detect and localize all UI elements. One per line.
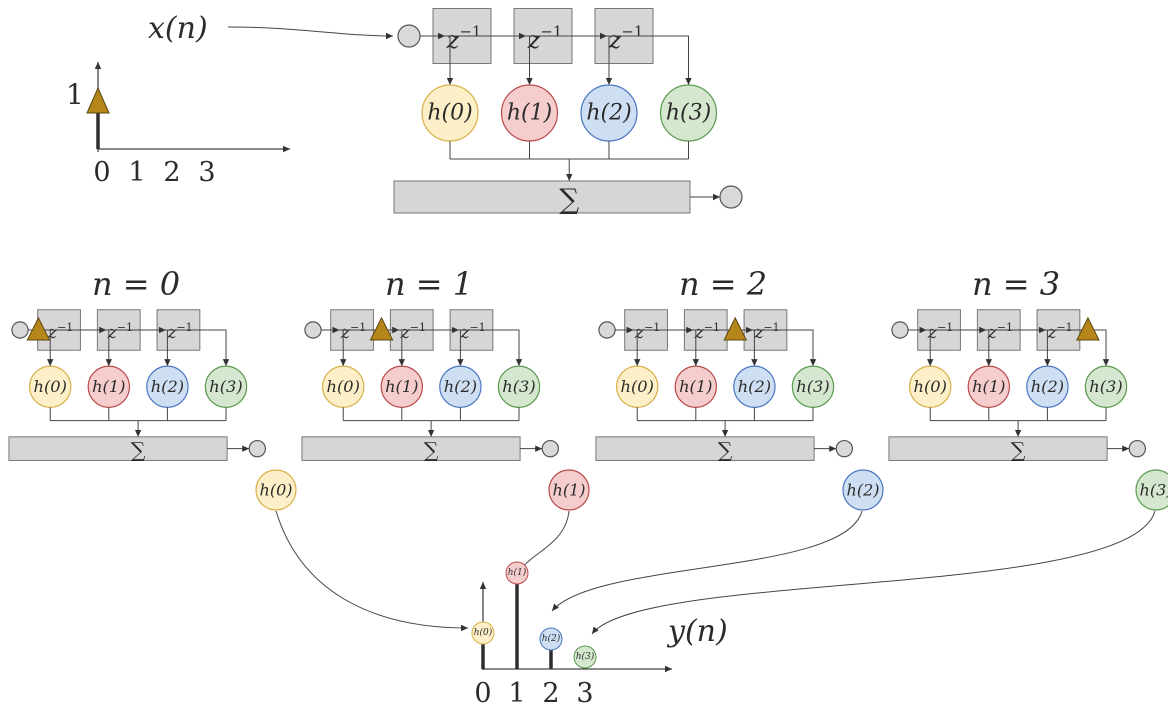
impulse-tick-1: 1 bbox=[128, 157, 145, 188]
stage-3-impulse-marker-icon bbox=[1076, 316, 1100, 341]
stage-3-sum-symbol: ∑ bbox=[1011, 438, 1026, 462]
main-input-node bbox=[397, 24, 421, 48]
stage-1-coefficient-label-0: h(0) bbox=[327, 377, 360, 396]
stage-0-tap-wire-3 bbox=[207, 329, 230, 367]
stage-1-coefficient-label-1: h(1) bbox=[385, 377, 418, 396]
output-sample-bubble-2 bbox=[539, 627, 563, 651]
stage-0-coefficient-label-1: h(1) bbox=[92, 377, 125, 396]
stage-3: z−1z−1z−1h(0)h(1)h(2)h(3)∑n = 3h(3) bbox=[888, 265, 1168, 511]
output-sample-bubble-1 bbox=[505, 561, 529, 585]
stage-1-sum-symbol: ∑ bbox=[424, 438, 439, 462]
output-signal-label: y(n) bbox=[666, 614, 728, 649]
main-coefficient-label-1: h(1) bbox=[507, 101, 552, 126]
stage-2-summation-block bbox=[595, 436, 815, 461]
stage-1-coefficient-label-2: h(2) bbox=[444, 377, 477, 396]
stage-2-output-node bbox=[835, 439, 854, 458]
stage-0-output-node bbox=[248, 439, 267, 458]
impulse-tick-3: 3 bbox=[198, 157, 215, 188]
stage-3-coefficient-label-3: h(3) bbox=[1089, 377, 1122, 396]
main-tap-wire-3 bbox=[663, 35, 692, 85]
output-sample-label-1: h(1) bbox=[508, 567, 527, 578]
stage-3-output-node bbox=[1128, 439, 1147, 458]
response-arrow-2 bbox=[551, 510, 863, 612]
stage-3-coefficient-label-0: h(0) bbox=[914, 377, 947, 396]
stage-1-summation-block bbox=[301, 436, 521, 461]
stage-2-tap-wire-3 bbox=[794, 329, 817, 367]
input-signal-label: x(n) bbox=[148, 11, 208, 46]
stage-0-coefficient-label-0: h(0) bbox=[34, 377, 67, 396]
stage-0-output-bubble bbox=[255, 469, 297, 511]
stage-1-output-bubble bbox=[548, 469, 590, 511]
stage-2-coefficient-label-1: h(1) bbox=[679, 377, 712, 396]
stage-1-title: n = 1 bbox=[385, 265, 473, 303]
output-tick-3: 3 bbox=[576, 678, 593, 709]
stage-2-coefficient-label-0: h(0) bbox=[621, 377, 654, 396]
stage-2-input-node bbox=[598, 321, 616, 339]
stage-3-output-bubble bbox=[1135, 469, 1168, 511]
stage-2-coefficient-label-2: h(2) bbox=[738, 377, 771, 396]
impulse-amplitude-label: 1 bbox=[66, 78, 84, 111]
main-coefficient-label-3: h(3) bbox=[666, 101, 711, 126]
output-sample-label-2: h(2) bbox=[542, 633, 561, 644]
stage-3-input-node bbox=[891, 321, 909, 339]
stage-3-summation-block bbox=[888, 436, 1108, 461]
input-arrow bbox=[227, 26, 394, 40]
stage-2-sum-symbol: ∑ bbox=[718, 438, 733, 462]
output-sample-bubble-3 bbox=[573, 645, 597, 669]
output-tick-1: 1 bbox=[508, 678, 525, 709]
stage-1-coefficient-label-3: h(3) bbox=[502, 377, 535, 396]
impulse-marker-icon bbox=[86, 86, 110, 114]
stage-0-summation-block bbox=[8, 436, 228, 461]
stage-1-impulse-marker-icon bbox=[369, 316, 394, 341]
stage-1-output-label: h(1) bbox=[553, 481, 586, 500]
stage-0-sum-symbol: ∑ bbox=[131, 438, 146, 462]
stage-0-coefficient-label-3: h(3) bbox=[209, 377, 242, 396]
stage-0-impulse-marker-icon bbox=[26, 316, 51, 341]
stage-1-output-node bbox=[541, 439, 560, 458]
stage-0-input-node bbox=[11, 321, 29, 339]
stage-3-output-label: h(3) bbox=[1140, 481, 1168, 500]
stage-0-coefficient-label-2: h(2) bbox=[151, 377, 184, 396]
main-output-node bbox=[719, 185, 743, 209]
output-sample-label-3: h(3) bbox=[576, 651, 595, 662]
output-tick-2: 2 bbox=[542, 678, 559, 709]
response-arrow-3 bbox=[591, 510, 1156, 635]
stage-3-coefficient-label-1: h(1) bbox=[972, 377, 1005, 396]
stage-1-tap-wire-3 bbox=[500, 329, 523, 367]
stage-0-output-label: h(0) bbox=[260, 481, 293, 500]
stage-2-impulse-marker-icon bbox=[723, 316, 748, 341]
stage-2-coefficient-label-3: h(3) bbox=[796, 377, 829, 396]
main-coefficient-label-2: h(2) bbox=[586, 101, 631, 126]
main-summation-block bbox=[393, 180, 691, 214]
impulse-tick-2: 2 bbox=[163, 157, 180, 188]
stage-0-title: n = 0 bbox=[92, 265, 180, 303]
main-coefficient-label-0: h(0) bbox=[427, 101, 472, 126]
output-sample-label-0: h(0) bbox=[474, 627, 493, 638]
output-sample-bubble-0 bbox=[471, 621, 495, 645]
impulse-tick-0: 0 bbox=[93, 157, 110, 188]
output-tick-0: 0 bbox=[474, 678, 491, 709]
stage-2-output-bubble bbox=[842, 469, 884, 511]
stage-3-coefficient-label-2: h(2) bbox=[1031, 377, 1064, 396]
response-arrow-0 bbox=[275, 510, 469, 632]
main-sum-symbol: ∑ bbox=[559, 183, 579, 216]
stage-2-output-label: h(2) bbox=[847, 481, 880, 500]
stage-1-input-node bbox=[304, 321, 322, 339]
stage-2-title: n = 2 bbox=[679, 265, 767, 303]
stage-3-title: n = 3 bbox=[972, 265, 1060, 303]
